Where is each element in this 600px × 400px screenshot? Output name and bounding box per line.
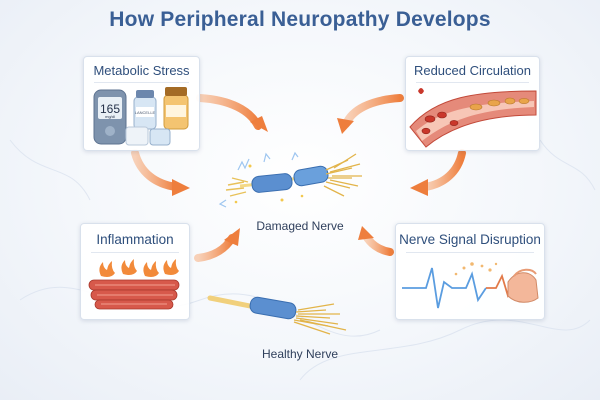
background-veins (9, 139, 596, 381)
arrow-head (358, 226, 374, 240)
arrow-head (410, 179, 428, 196)
meter-reading: 165 (100, 102, 120, 116)
card-label: Metabolic Stress (93, 63, 190, 78)
arrow-head (172, 179, 190, 196)
myelin-segment (249, 296, 297, 320)
card-inflammation: Inflammation (80, 223, 190, 320)
arrow-metabolic-down (131, 149, 180, 191)
bottle-label: LANCELLE (135, 110, 156, 115)
page-title: How Peripheral Neuropathy Develops (109, 8, 491, 31)
blood-vessel-icon (409, 88, 537, 148)
card-metabolic-stress: Metabolic Stress 165 mg/dl LANCELLE (83, 56, 200, 151)
glucose-meter-icon: 165 mg/dl LANCELLE (93, 87, 189, 146)
divider (416, 82, 529, 83)
divider (94, 82, 189, 83)
myelin-segment (251, 173, 293, 193)
card-label: Inflammation (96, 232, 174, 247)
arrow-metabolic-right (196, 94, 262, 130)
divider (91, 252, 179, 253)
arrow-circulation-left (342, 94, 404, 128)
healthy-nerve-illustration (207, 295, 347, 335)
arrow-head (337, 118, 354, 134)
myelin-segment (293, 165, 329, 187)
card-nerve-signal-disruption: Nerve Signal Disruption (395, 223, 545, 320)
arrow-circulation-down (421, 149, 466, 191)
inflamed-tissue-icon (88, 259, 180, 310)
meter-unit: mg/dl (105, 114, 115, 119)
card-label: Reduced Circulation (413, 63, 532, 78)
damaged-nerve-label: Damaged Nerve (256, 219, 344, 233)
signal-waveform-icon (402, 262, 539, 309)
healthy-nerve-label: Healthy Nerve (261, 347, 339, 361)
damaged-nerve-illustration (218, 151, 362, 208)
arrow-head (224, 228, 240, 246)
arrow-head (250, 116, 268, 132)
divider (406, 252, 534, 253)
card-reduced-circulation: Reduced Circulation (405, 56, 540, 151)
card-label: Nerve Signal Disruption (399, 232, 541, 247)
